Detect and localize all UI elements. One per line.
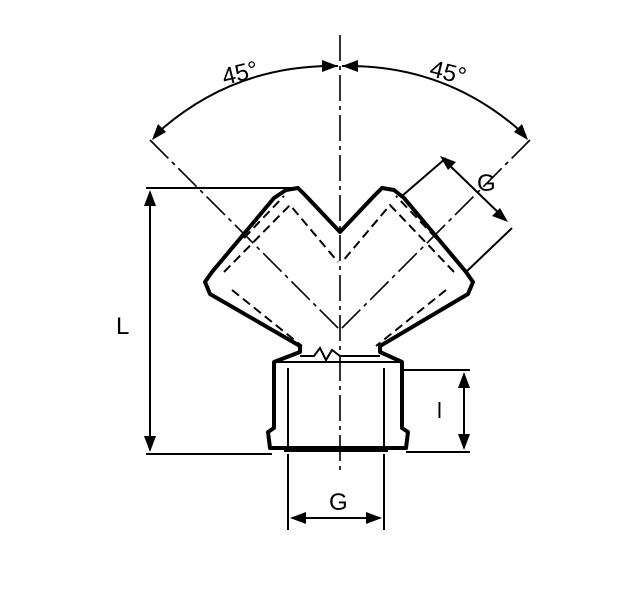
right-bore-outer bbox=[341, 203, 455, 273]
length-arrow-top bbox=[144, 190, 156, 206]
outlet-arrow-lower bbox=[492, 208, 508, 222]
right-thread-line bbox=[395, 195, 437, 239]
left-arc-end-arrow bbox=[322, 60, 338, 72]
inlet-thread-label: G bbox=[329, 489, 348, 516]
angle-label-right: 45° bbox=[427, 56, 469, 91]
length-label: L bbox=[116, 313, 129, 340]
thread-length-arrow-bottom bbox=[458, 434, 470, 450]
length-l-dimension: L bbox=[116, 187, 300, 455]
left-arc-start-arrow bbox=[152, 124, 166, 140]
right-bore-inner bbox=[375, 289, 447, 347]
thread-length-arrow-top bbox=[458, 372, 470, 388]
outlet-thread-label: G bbox=[477, 170, 496, 197]
right-arc-start-arrow bbox=[342, 60, 358, 72]
outlet-arrow-upper bbox=[440, 156, 456, 170]
inner-break-line bbox=[300, 346, 380, 363]
left-bore-inner bbox=[231, 289, 303, 347]
outlet-extension-upper bbox=[401, 157, 447, 197]
fitting-outline bbox=[203, 186, 475, 450]
right-angle-arc bbox=[341, 64, 527, 137]
outlet-extension-lower bbox=[465, 227, 513, 273]
fitting-body bbox=[203, 186, 475, 452]
right-arc-end-arrow bbox=[514, 124, 528, 140]
inlet-thread-dimension: G bbox=[287, 454, 385, 530]
inlet-arrow-right bbox=[366, 512, 382, 524]
centerlines bbox=[149, 35, 531, 470]
left-bore-outer bbox=[223, 203, 339, 273]
hidden-bores bbox=[223, 195, 455, 347]
inlet-arrow-left bbox=[290, 512, 306, 524]
thread-length-dimension: l bbox=[402, 369, 470, 453]
angle-label-left: 45° bbox=[219, 56, 261, 91]
left-thread-line bbox=[243, 195, 285, 239]
thread-length-label: l bbox=[437, 398, 442, 423]
outlet-thread-dimension: G bbox=[401, 156, 513, 273]
length-arrow-bottom bbox=[144, 436, 156, 452]
inlet-face-hatch bbox=[284, 446, 388, 452]
outlet-dimension-line bbox=[443, 159, 505, 219]
left-angle-arc bbox=[153, 64, 339, 137]
